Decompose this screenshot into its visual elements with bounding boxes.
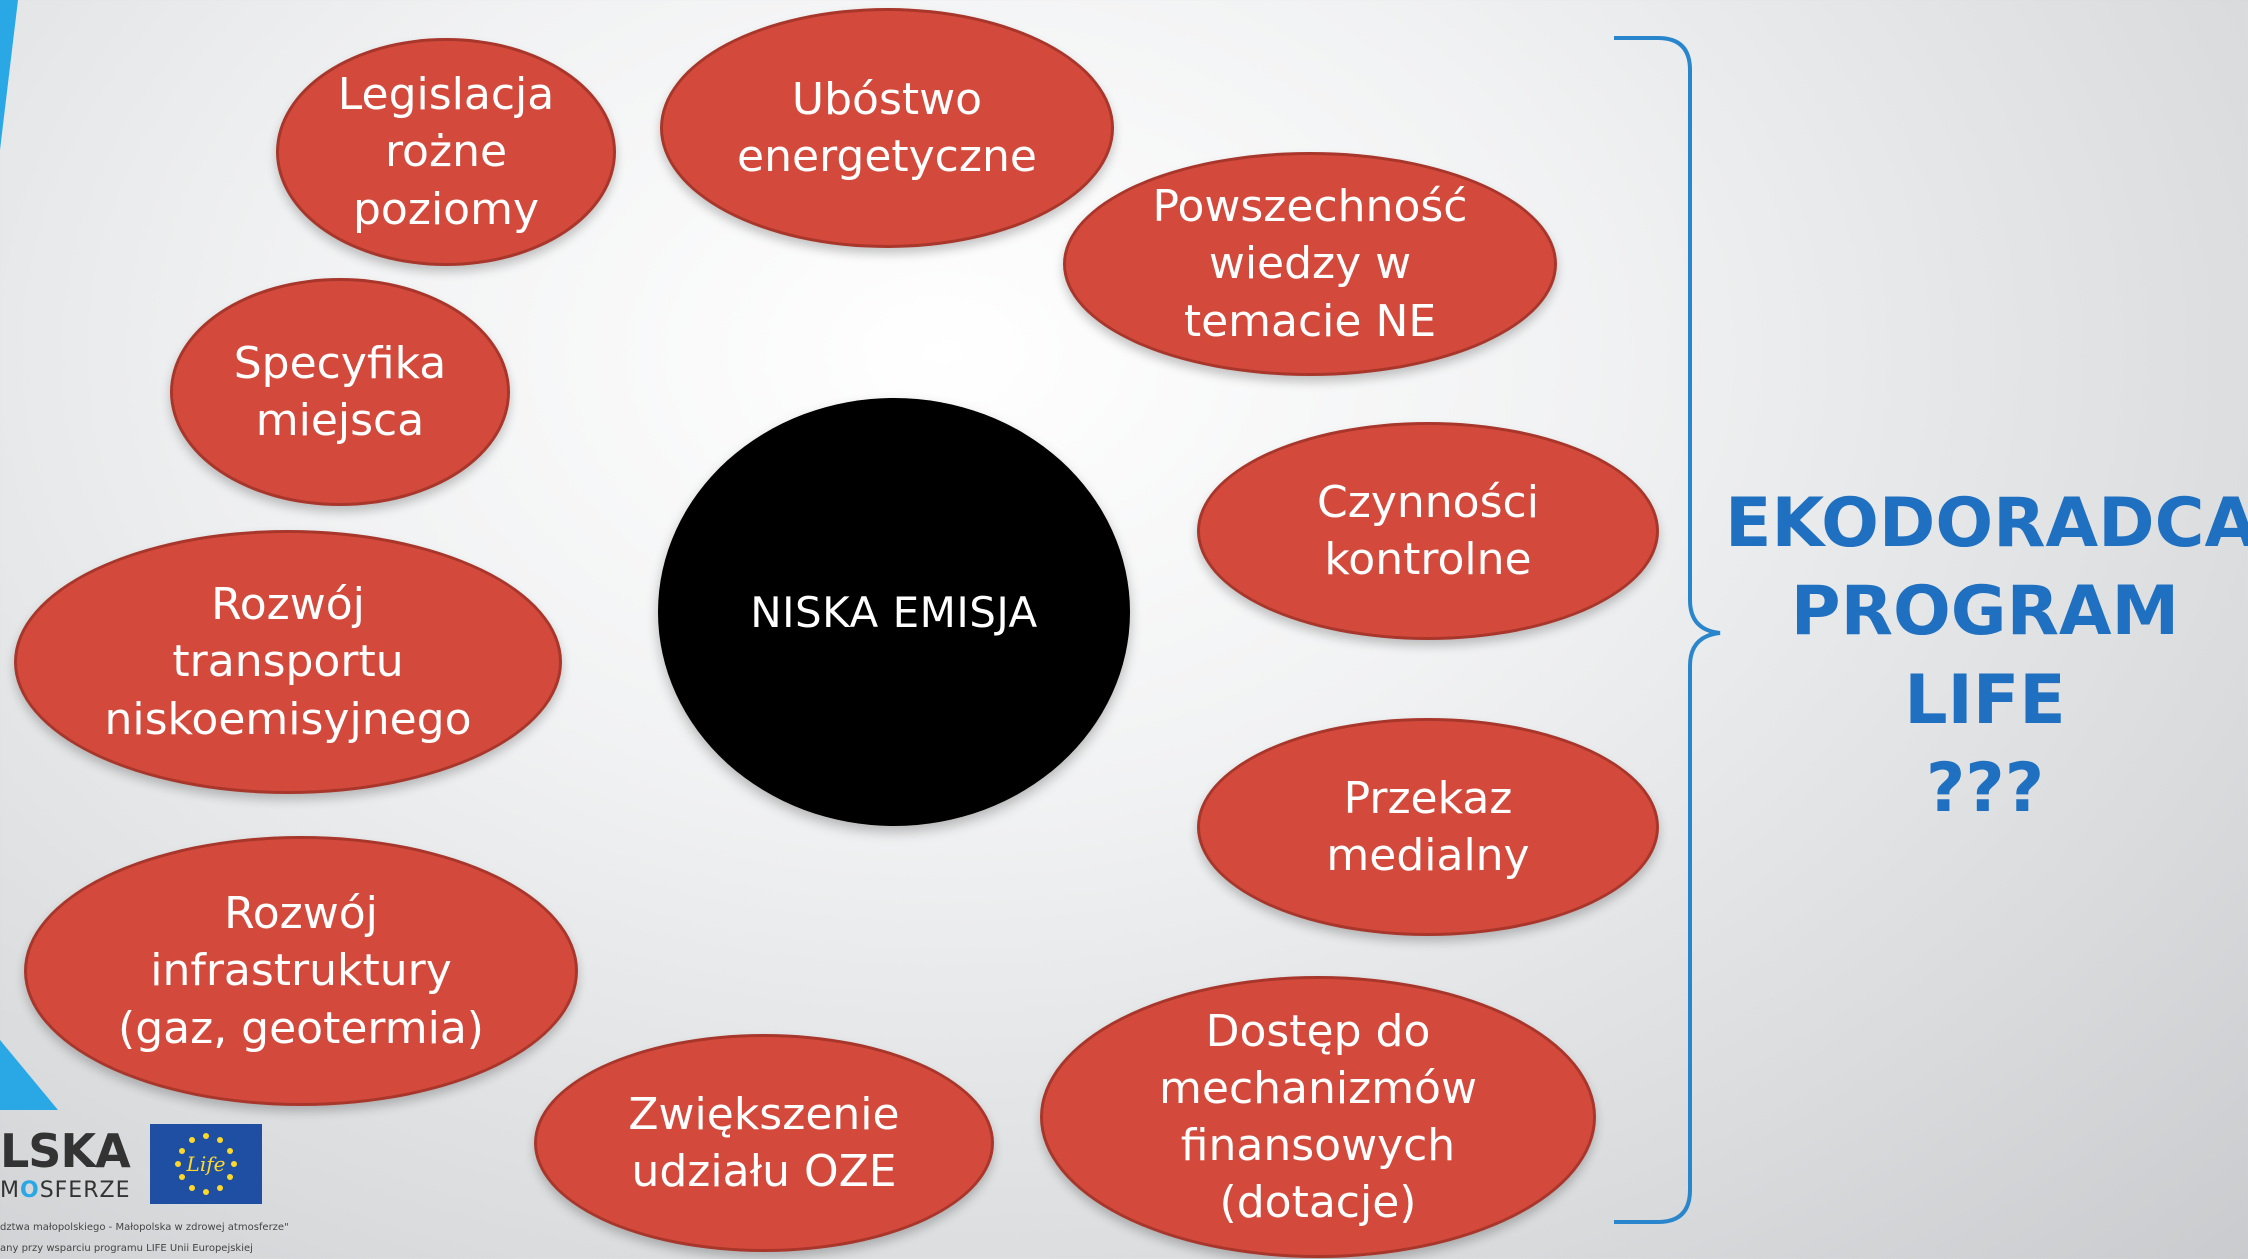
node-dostep: Dostęp do mechanizmów finansowych (dotac… (1040, 976, 1596, 1258)
right-curly-brace (1614, 36, 1721, 1224)
node-transport: Rozwój transportu niskoemisyjnego (14, 530, 562, 794)
node-oze: Zwiększenie udziału OZE (534, 1034, 994, 1252)
conclusion-line-question: ??? (1925, 749, 2045, 829)
logo-sub-o: O (19, 1178, 40, 1203)
eu-stars-icon: Life (175, 1133, 237, 1195)
conclusion-line-program: PROGRAM (1790, 572, 2180, 652)
center-node-niska-emisja: NISKA EMISJA (658, 398, 1130, 826)
conclusion-line-life: LIFE (1904, 660, 2066, 740)
life-logo-text: Life (186, 1152, 226, 1176)
conclusion-text: EKODORADCA PROGRAM LIFE ??? (1725, 480, 2248, 834)
node-legislacja: Legislacja rożne poziomy (276, 38, 616, 266)
corner-accent-top (0, 0, 18, 150)
footer-fine-line-2: any przy wsparciu programu LIFE Unii Eur… (0, 1243, 253, 1254)
node-czynnosci: Czynności kontrolne (1197, 422, 1659, 640)
node-przekaz: Przekaz medialny (1197, 718, 1659, 936)
logo-sub-post: SFERZE (39, 1178, 131, 1203)
malopolska-logo-text: LSKA (0, 1124, 131, 1178)
corner-accent-bottom (0, 1040, 58, 1110)
node-powszechnosc: Powszechność wiedzy w temacie NE (1063, 152, 1557, 376)
node-infrastruktura: Rozwój infrastruktury (gaz, geotermia) (24, 836, 578, 1106)
conclusion-line-ekodoradca: EKODORADCA (1725, 484, 2248, 563)
malopolska-logo-subtext: MOSFERZE (0, 1178, 130, 1203)
node-specyfika: Specyfika miejsca (170, 278, 510, 506)
eu-life-logo: Life (150, 1124, 262, 1204)
footer-fine-line-1: dztwa małopolskiego - Małopolska w zdrow… (0, 1222, 289, 1233)
node-ubostwo: Ubóstwo energetyczne (660, 8, 1114, 248)
logo-sub-pre: M (0, 1178, 20, 1203)
